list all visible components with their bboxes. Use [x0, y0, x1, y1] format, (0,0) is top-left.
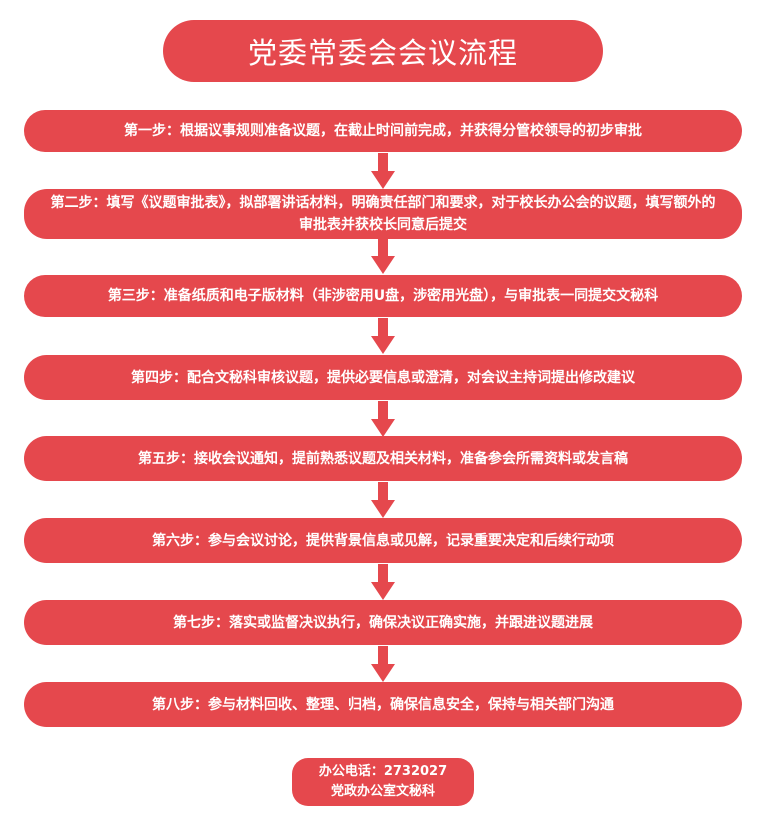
step-7: 第七步：落实或监督决议执行，确保决议正确实施，并跟进议题进展 — [24, 600, 742, 645]
step-8: 第八步：参与材料回收、整理、归档，确保信息安全，保持与相关部门沟通 — [24, 682, 742, 727]
arrow-down-icon — [371, 238, 395, 274]
arrow-down-icon — [371, 646, 395, 682]
contact-phone: 办公电话：2732027 — [318, 764, 448, 779]
step-3: 第三步：准备纸质和电子版材料（非涉密用U盘，涉密用光盘），与审批表一同提交文秘科 — [24, 275, 742, 317]
contact-office: 党政办公室文秘科 — [330, 784, 435, 799]
step-6: 第六步：参与会议讨论，提供背景信息或见解，记录重要决定和后续行动项 — [24, 518, 742, 563]
arrow-down-icon — [371, 482, 395, 518]
arrow-down-icon — [371, 401, 395, 437]
page-title: 党委常委会会议流程 — [163, 20, 603, 82]
arrow-down-icon — [371, 564, 395, 600]
arrow-down-icon — [371, 153, 395, 189]
step-2: 第二步：填写《议题审批表》，拟部署讲话材料，明确责任部门和要求，对于校长办公会的… — [24, 189, 742, 239]
step-4: 第四步：配合文秘科审核议题，提供必要信息或澄清，对会议主持词提出修改建议 — [24, 355, 742, 400]
step-1: 第一步：根据议事规则准备议题，在截止时间前完成，并获得分管校领导的初步审批 — [24, 110, 742, 152]
step-5: 第五步：接收会议通知，提前熟悉议题及相关材料，准备参会所需资料或发言稿 — [24, 436, 742, 481]
arrow-down-icon — [371, 318, 395, 354]
contact-box: 办公电话：2732027 党政办公室文秘科 — [292, 758, 474, 806]
